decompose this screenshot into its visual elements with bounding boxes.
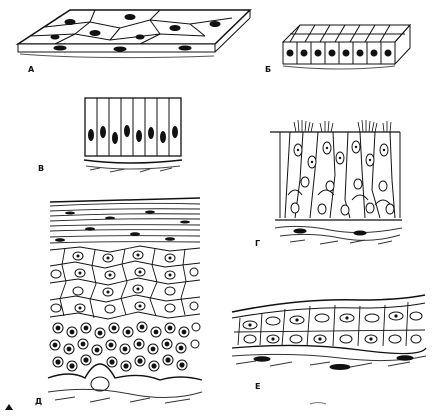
label-panel-e: Е	[255, 383, 260, 391]
label-panel-b: Б	[265, 66, 271, 74]
corner-mark	[5, 404, 13, 410]
label-panel-g: Г	[255, 240, 260, 248]
panel-d-stratified-squamous-epithelium	[48, 198, 202, 403]
panel-b-simple-cuboidal-epithelium	[283, 25, 410, 69]
panel-e-stratified-epithelium-thin	[232, 295, 426, 370]
label-panel-v: В	[38, 165, 44, 173]
panel-a-simple-squamous-epithelium	[18, 10, 250, 58]
label-panel-d: Д	[35, 398, 42, 406]
label-panel-a: А	[28, 66, 34, 74]
panel-v-simple-columnar-epithelium	[84, 98, 182, 172]
panel-g-pseudostratified-ciliated-epithelium	[270, 120, 402, 244]
ink-mark	[310, 403, 326, 405]
